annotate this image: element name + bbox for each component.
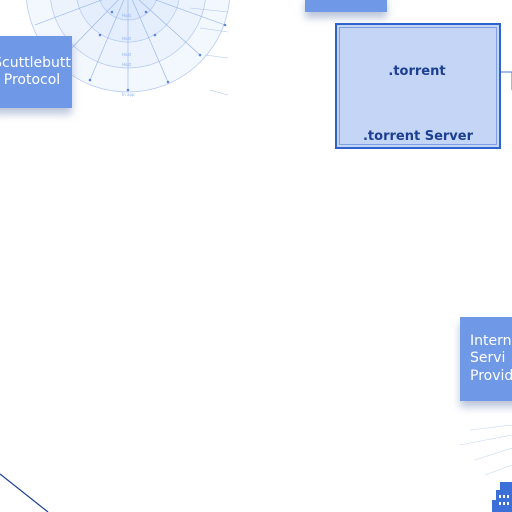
- ring-label-4: Host: [122, 62, 132, 67]
- torrent-server-frame[interactable]: .torrent Server: [335, 23, 501, 149]
- torrent-diamond-label: .torrent: [388, 64, 446, 79]
- sticky-note-scuttlebutt[interactable]: Scuttlebutt Protocol: [0, 36, 72, 108]
- ring-label-2: Host: [122, 36, 132, 41]
- ring-label-3: Host: [122, 52, 132, 57]
- bottom-left-connector: [0, 473, 49, 512]
- radial-diagram: [26, 0, 230, 96]
- bottom-right-lines: [459, 424, 512, 476]
- torrent-server-inner-border: [339, 27, 497, 145]
- ring-label-1: Host: [122, 13, 132, 18]
- sticky-note-isp[interactable]: Intern Servi Provid: [460, 317, 512, 401]
- sticky-text: Scuttlebutt Protocol: [0, 54, 71, 89]
- torrent-server-label: .torrent Server: [362, 129, 473, 144]
- radial-footer: In app: [122, 92, 135, 97]
- sticky-text: Intern Servi Provid: [470, 332, 512, 384]
- sticky-note-top[interactable]: [305, 0, 387, 12]
